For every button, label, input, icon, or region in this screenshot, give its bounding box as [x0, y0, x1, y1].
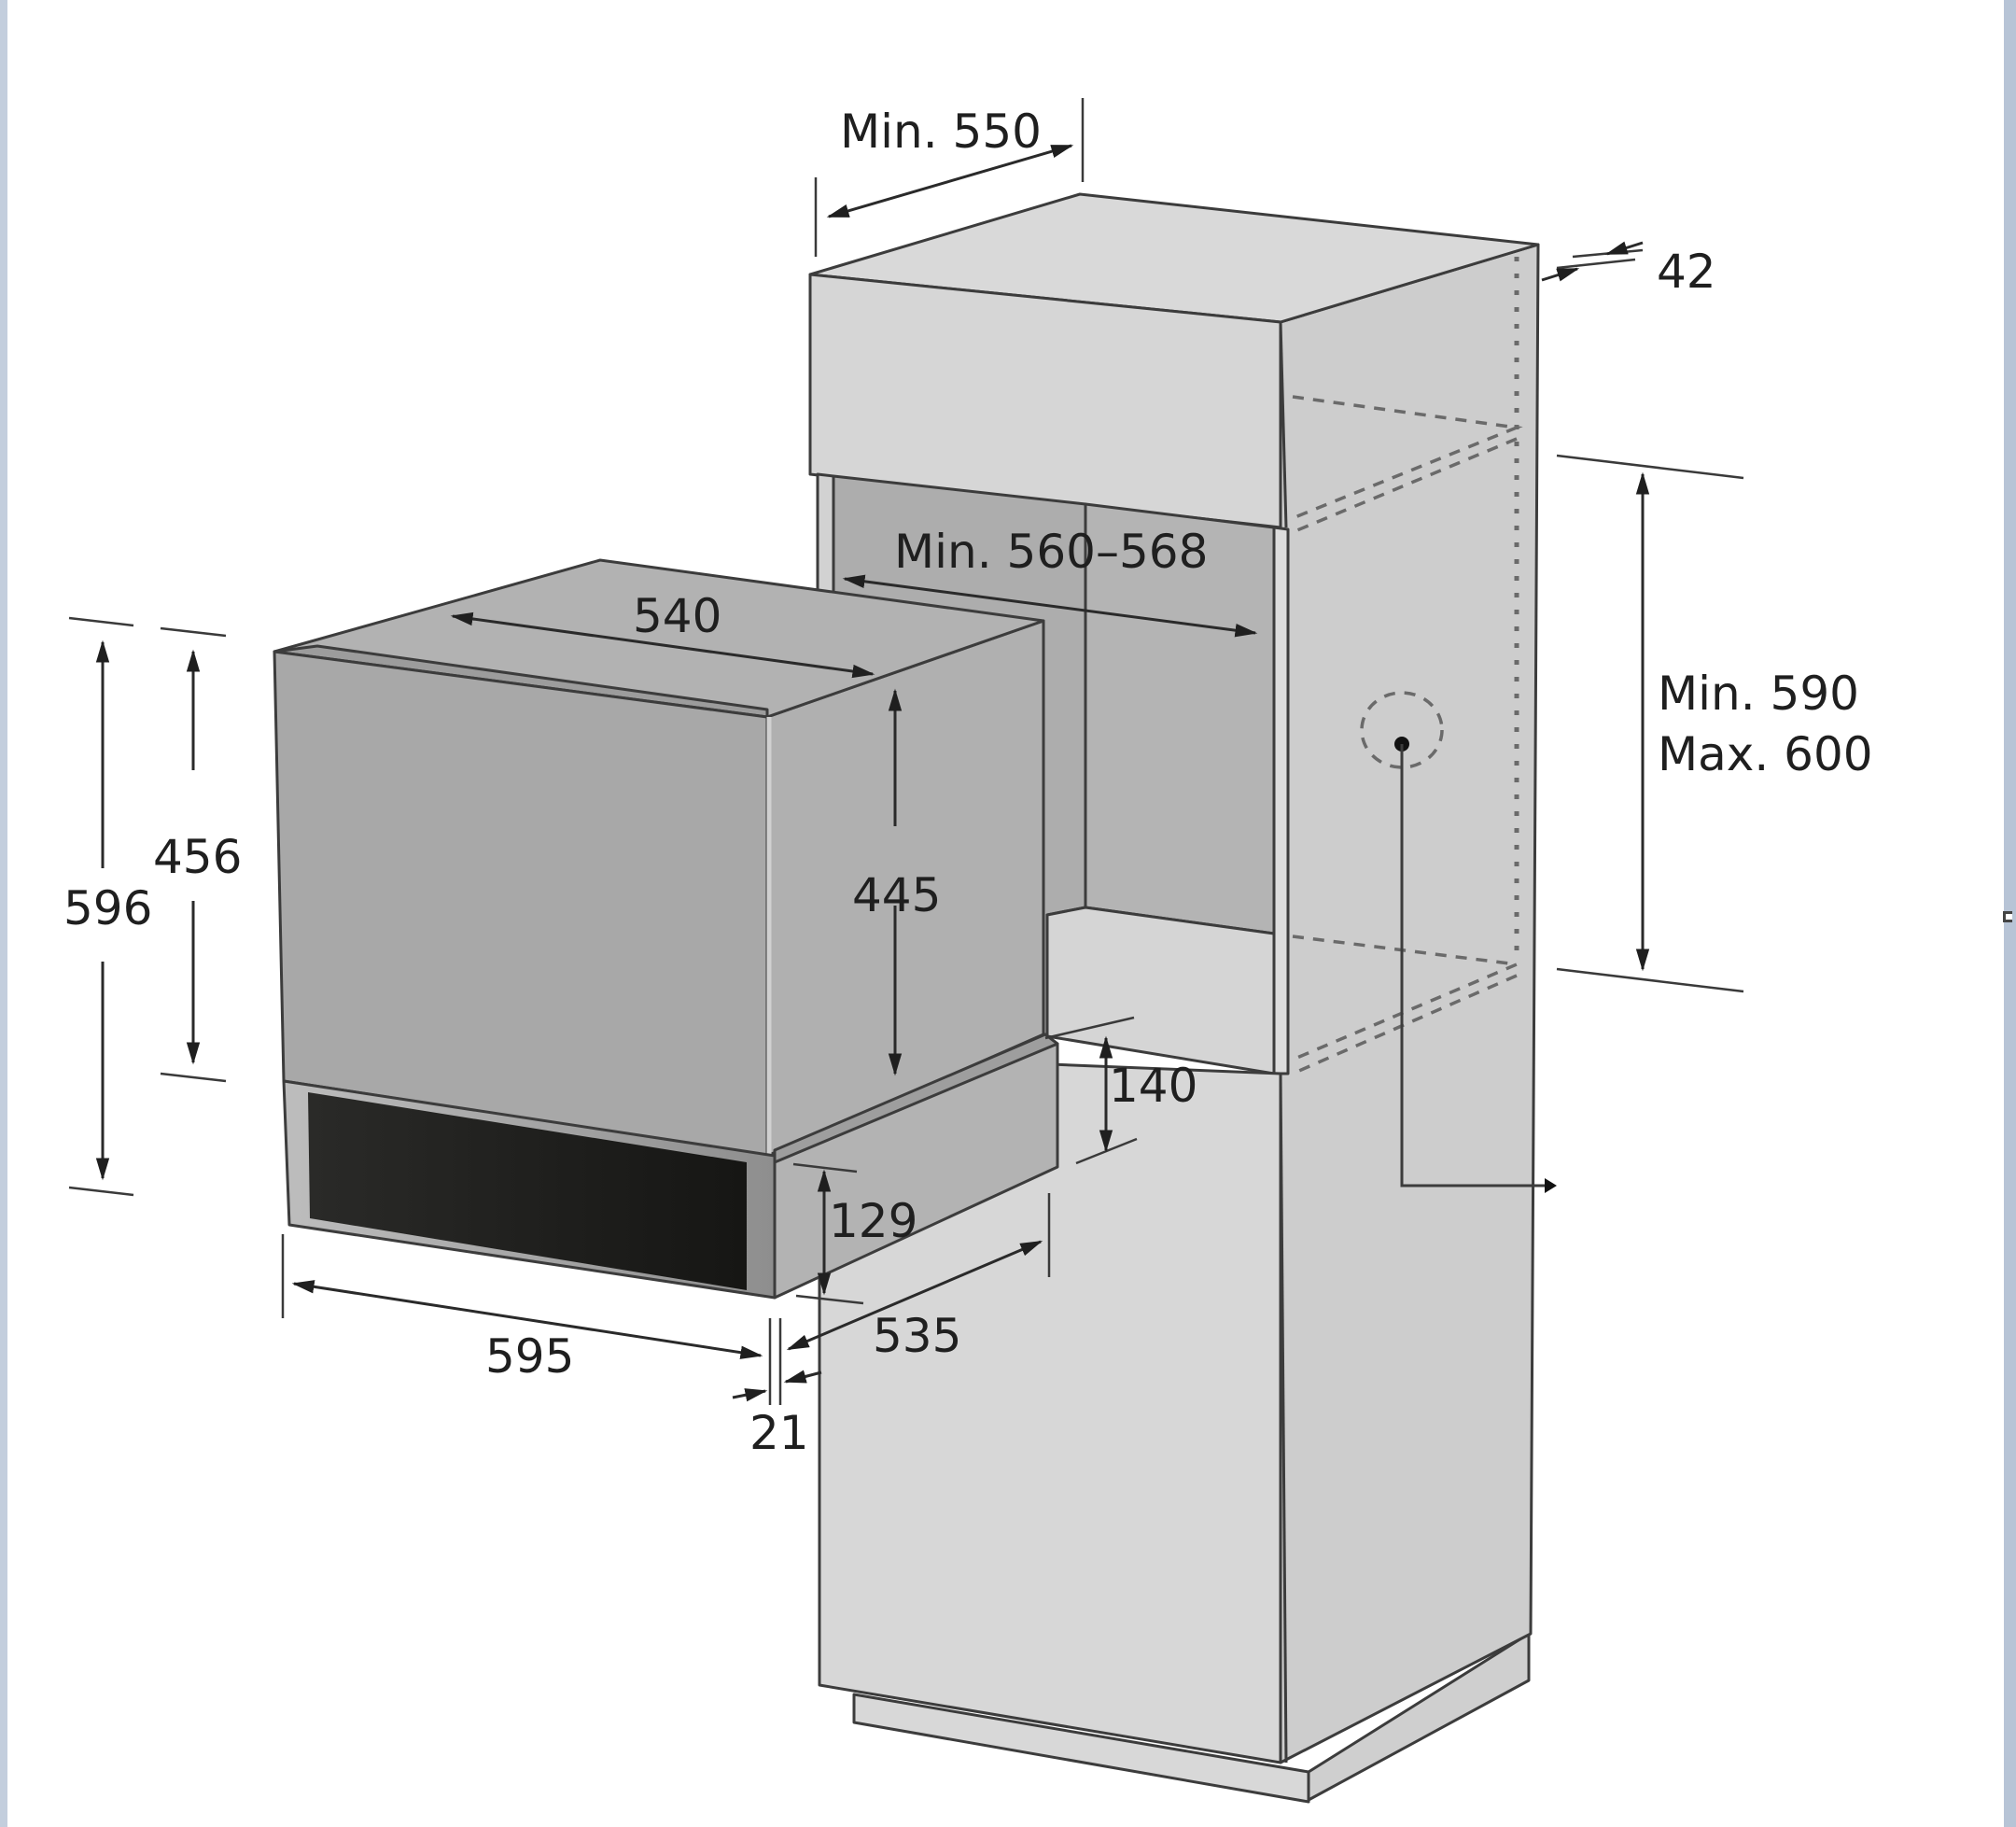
window-frame-left [0, 0, 7, 1827]
label-oven-body-height: 445 [852, 868, 941, 922]
label-side-offset: 42 [1657, 245, 1716, 299]
label-oven-door-height: 456 [153, 830, 242, 884]
cabinet-lower-front [818, 1053, 1282, 1764]
control-panel-display [308, 1092, 747, 1290]
cabinet-side-panel [1279, 243, 1540, 1764]
oven [273, 558, 1059, 1300]
label-front-thickness: 21 [749, 1406, 809, 1460]
label-niche-height-min: Min. 590 [1658, 667, 1859, 721]
label-panel-outer-height: 140 [1109, 1059, 1197, 1113]
label-oven-top-depth: 540 [633, 589, 721, 643]
hidden-edge-upper [1292, 395, 1523, 520]
label-cabinet-depth: Min. 550 [840, 105, 1042, 159]
power-connection-zone [1360, 691, 1444, 769]
label-niche-width: Min. 560–568 [894, 525, 1208, 579]
label-oven-body-depth: 535 [873, 1309, 961, 1363]
cabinet-plinth-front [852, 1693, 1310, 1804]
label-niche-height-max: Max. 600 [1658, 727, 1873, 781]
niche-floor [1045, 906, 1276, 1075]
label-panel-inner-height: 129 [829, 1194, 917, 1248]
cabinet-right-jamb [1272, 526, 1290, 1075]
oven-door-front [273, 650, 769, 1158]
label-oven-width: 595 [485, 1329, 574, 1384]
power-cable-route [1400, 744, 1549, 1188]
cabinet-dimensions: Min. 550 42 Min. 560–568 Min. 590 Max. 6… [814, 98, 1873, 993]
cabinet-plinth-side [1307, 1632, 1531, 1802]
resize-handle[interactable] [2003, 911, 2012, 922]
label-oven-overall-height: 596 [63, 881, 152, 935]
tall-cabinet [808, 192, 1557, 1804]
oven-dimensions: 540 596 456 445 140 129 595 53 [63, 589, 1197, 1460]
power-cable-arrow-icon [1545, 1178, 1557, 1193]
